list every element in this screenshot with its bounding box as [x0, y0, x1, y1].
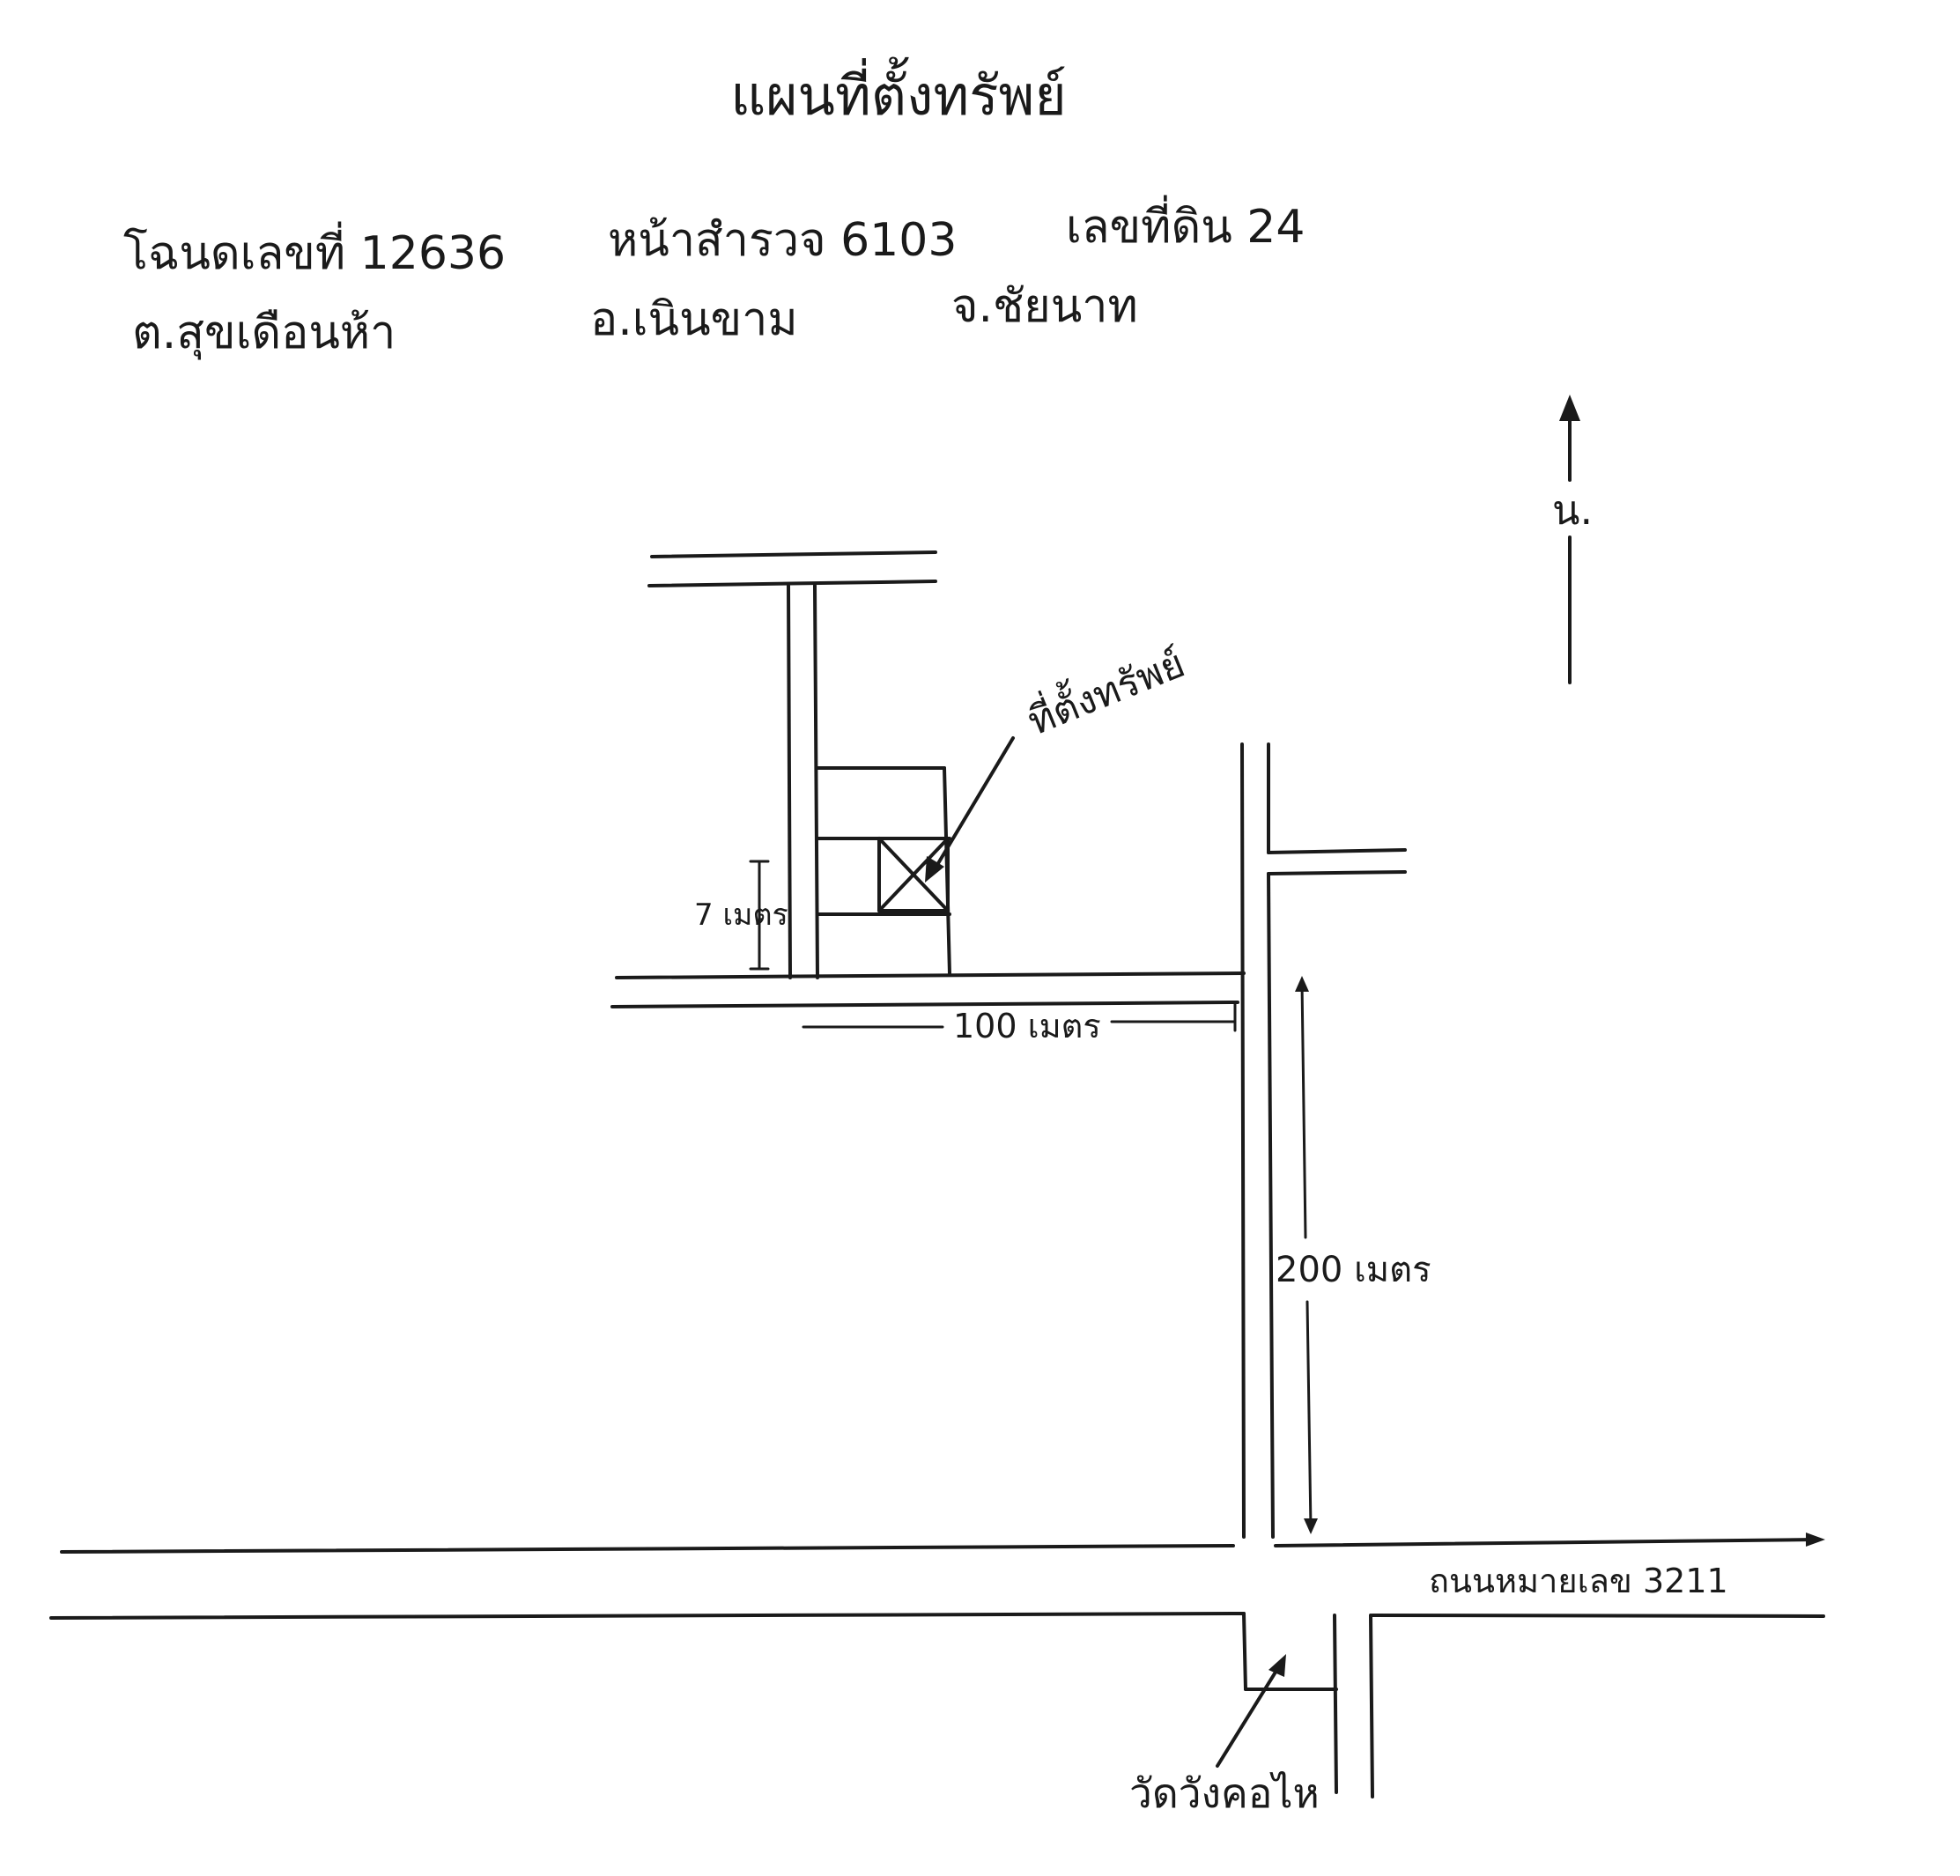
highway-label: ถนนหมายเลข 3211	[1429, 1562, 1728, 1600]
subdistrict: ต.สุขเดือนห้า	[132, 307, 396, 360]
property-label: ที่ตั้งทรัพย์	[1019, 636, 1191, 745]
north-label: น.	[1552, 486, 1593, 534]
connecting-soi-road	[610, 971, 1246, 1008]
width-label: 7 เมตร	[694, 897, 788, 933]
distance-dimension-100m	[802, 1002, 1237, 1032]
property-marker-icon	[877, 837, 950, 912]
distance-dimension-200m	[1295, 976, 1318, 1534]
temple-plot	[1242, 1612, 1374, 1798]
survey-number: หน้าสำรวจ 6103	[608, 214, 957, 267]
north-arrow-icon	[1559, 395, 1580, 684]
width-dimension-7m	[749, 860, 770, 971]
land-number: เลขที่ดิน 24	[1066, 195, 1305, 254]
deed-number: โฉนดเลขที่ 12636	[123, 221, 506, 280]
province: จ.ชัยนาท	[951, 280, 1138, 333]
distance-200m-label: 200 เมตร	[1276, 1250, 1431, 1290]
map-title: แผนที่ตั้งทรัพย์	[730, 56, 1066, 128]
distance-100m-label: 100 เมตร	[953, 1007, 1101, 1045]
property-pointer-arrow	[925, 736, 1015, 883]
highway-road	[49, 1533, 1825, 1620]
main-soi-road	[1240, 742, 1407, 1539]
district: อ.เนินขาม	[590, 293, 798, 346]
upper-soi-road	[647, 550, 937, 979]
temple-pointer-arrow	[1216, 1654, 1286, 1768]
temple-label: วัดวังคอไห	[1129, 1769, 1320, 1817]
